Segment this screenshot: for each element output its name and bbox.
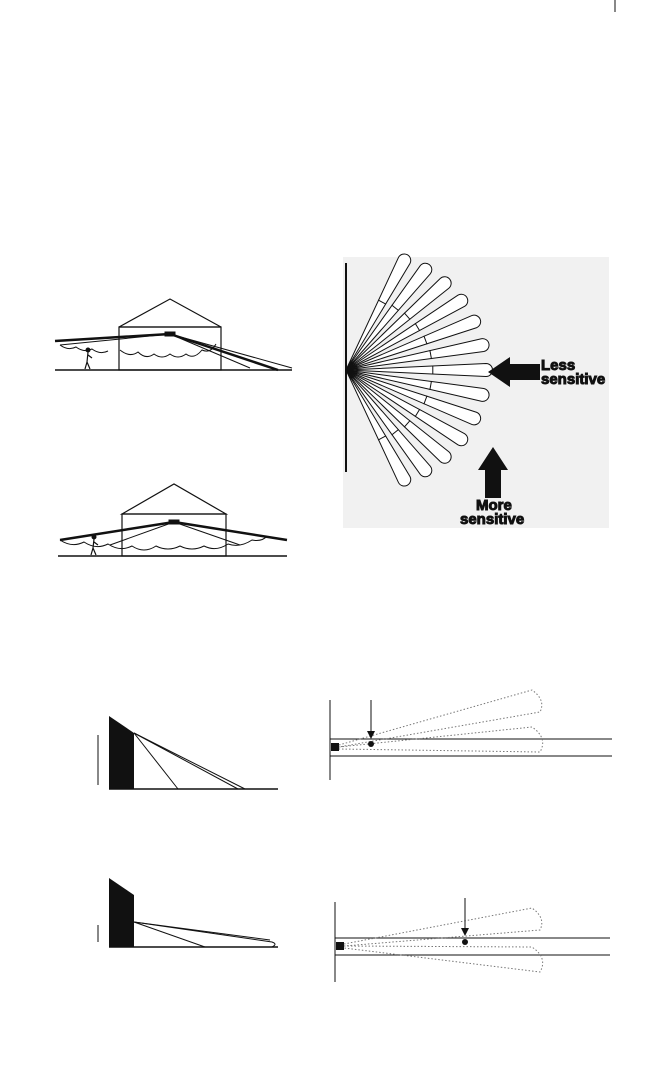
beam-line [134, 733, 178, 789]
zone-outline [339, 690, 542, 747]
detection-point [462, 939, 468, 945]
person-icon [92, 535, 96, 539]
detection-ray [60, 522, 174, 540]
detection-ray [174, 522, 287, 540]
house-diagram-far [55, 299, 292, 370]
wall-block [109, 878, 134, 947]
zone-scallops [60, 345, 108, 353]
detection-ray [170, 334, 292, 368]
detection-ray [110, 522, 174, 545]
more-label-line2: sensitive [460, 511, 524, 528]
beam-line [134, 733, 245, 789]
house-diagram-near [58, 484, 287, 556]
wall-block [109, 716, 134, 789]
detection-ray [174, 522, 240, 545]
top-view-shallow [335, 898, 610, 982]
arrow-down-icon [461, 928, 469, 936]
house-roof [119, 299, 221, 327]
beam-line [134, 922, 205, 947]
side-view-shallow [98, 878, 278, 947]
person-icon [85, 352, 92, 369]
house-roof [122, 484, 226, 514]
sensor-unit [331, 743, 339, 751]
fan-diagram: Less sensitive More sensitive [346, 254, 605, 528]
arrow-left-icon [488, 357, 540, 387]
zone-outline [344, 908, 542, 946]
detection-ray [170, 334, 250, 368]
arrow-up-icon [478, 447, 508, 498]
zone-scallops [120, 344, 216, 357]
person-icon [86, 348, 90, 352]
detection-ray [170, 334, 278, 370]
fan-beams [346, 254, 493, 486]
side-view-steep [98, 716, 278, 789]
sensor-unit [336, 942, 344, 950]
zone-scallops [60, 536, 267, 550]
less-label-line2: sensitive [541, 371, 605, 388]
top-view-steep [330, 690, 612, 780]
zone-outline [344, 946, 543, 972]
detection-point [368, 741, 374, 747]
beam-line [134, 922, 275, 947]
